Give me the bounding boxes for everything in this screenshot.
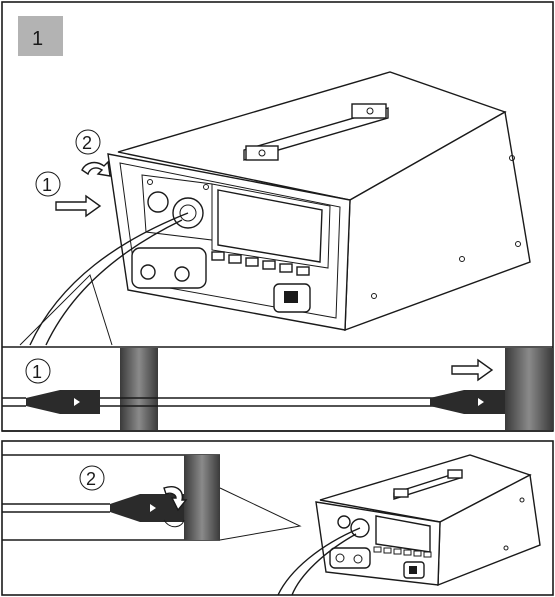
- cable-inner: [45, 219, 183, 346]
- callout-wedge: [19, 274, 113, 346]
- connector-panel: [141, 174, 213, 241]
- clamp-right: [505, 348, 553, 430]
- top-carry-handle: [243, 103, 389, 161]
- small-cable-inner: [291, 533, 357, 596]
- handle-foot-left: [245, 145, 279, 161]
- small-button-4: [403, 549, 412, 556]
- station-button-3: [245, 257, 259, 267]
- inset-step-1-circle: [25, 358, 51, 384]
- bottom-panel: 2: [1, 440, 554, 596]
- plug-left-icon: [26, 390, 100, 414]
- step-2-indicator: 2: [75, 129, 101, 155]
- small-side-screw-1: [519, 497, 525, 503]
- small-connector-socket: [337, 515, 351, 529]
- step-2-label: 2: [82, 133, 92, 153]
- handle-screw-right: [366, 107, 374, 115]
- figure-badge-box: [18, 16, 63, 56]
- bottom-step-2-circle: [79, 465, 105, 491]
- side-screw-3: [371, 293, 377, 299]
- small-button-5: [413, 550, 422, 557]
- bottom-callout-wedge: [219, 487, 302, 541]
- soldering-station: [107, 71, 531, 332]
- station-display: [217, 189, 323, 263]
- bottom-plug-icon: [110, 494, 184, 522]
- rotate-arrow-icon: [81, 160, 111, 177]
- clamp-left: [120, 348, 158, 430]
- figure-badge: 1: [18, 16, 63, 56]
- station-button-1: [211, 251, 225, 261]
- plug-core: [179, 204, 197, 222]
- step-1-circle: [35, 171, 61, 197]
- small-button-3: [393, 548, 402, 555]
- small-side-screw-2: [503, 545, 509, 551]
- small-button-1: [373, 546, 382, 553]
- small-knob-left-icon: [335, 553, 345, 563]
- bottom-rotate-icon: [163, 486, 188, 512]
- step-1-label: 1: [42, 175, 52, 195]
- station-button-4: [262, 260, 276, 270]
- small-cable-outer: [277, 527, 361, 596]
- bottom-plug-arrow: [150, 504, 156, 512]
- station-button-6: [296, 266, 310, 276]
- small-soldering-station: [315, 454, 541, 587]
- plug-right-arrow: [478, 398, 484, 406]
- plug-left-arrow: [74, 398, 80, 406]
- side-screw-1: [509, 155, 515, 161]
- small-power-switch-icon: [409, 566, 417, 574]
- inset-push-arrow-icon: [451, 358, 494, 382]
- push-arrow-icon: [55, 194, 102, 218]
- figure-number: 1: [32, 28, 43, 50]
- knob-left-icon: [140, 264, 156, 280]
- bottom-rotate-tail: [163, 519, 185, 528]
- small-button-6: [423, 551, 432, 558]
- small-knob-right-icon: [353, 554, 363, 564]
- plug-right-icon: [430, 390, 505, 414]
- power-switch-icon: [284, 291, 298, 303]
- handle-bar: [243, 107, 389, 161]
- step-1-indicator: 1: [35, 171, 61, 197]
- panel-screw-2: [147, 179, 153, 185]
- knob-right-icon: [174, 266, 190, 282]
- bottom-clamp: [184, 455, 220, 540]
- station-button-5: [279, 263, 293, 273]
- panel-screw-1: [203, 184, 209, 190]
- station-button-row: [211, 251, 310, 276]
- top-panel: 1: [1, 1, 554, 432]
- handle-screw-left: [258, 149, 266, 157]
- inset-step-1-label: 1: [32, 362, 42, 382]
- cable-inset: 1: [2, 346, 553, 432]
- step-2-circle: [75, 129, 101, 155]
- side-screw-2: [459, 256, 465, 262]
- bottom-step-2-label: 2: [86, 469, 96, 489]
- small-button-2: [383, 547, 392, 554]
- handle-foot-right: [351, 103, 387, 119]
- small-button-row: [373, 546, 432, 558]
- connector-socket: [147, 191, 169, 213]
- station-button-2: [228, 254, 242, 264]
- small-handle-foot-right: [447, 469, 463, 479]
- station-front-inner: [119, 162, 341, 319]
- side-screw-4: [515, 241, 521, 247]
- small-handle-foot-left: [393, 488, 409, 498]
